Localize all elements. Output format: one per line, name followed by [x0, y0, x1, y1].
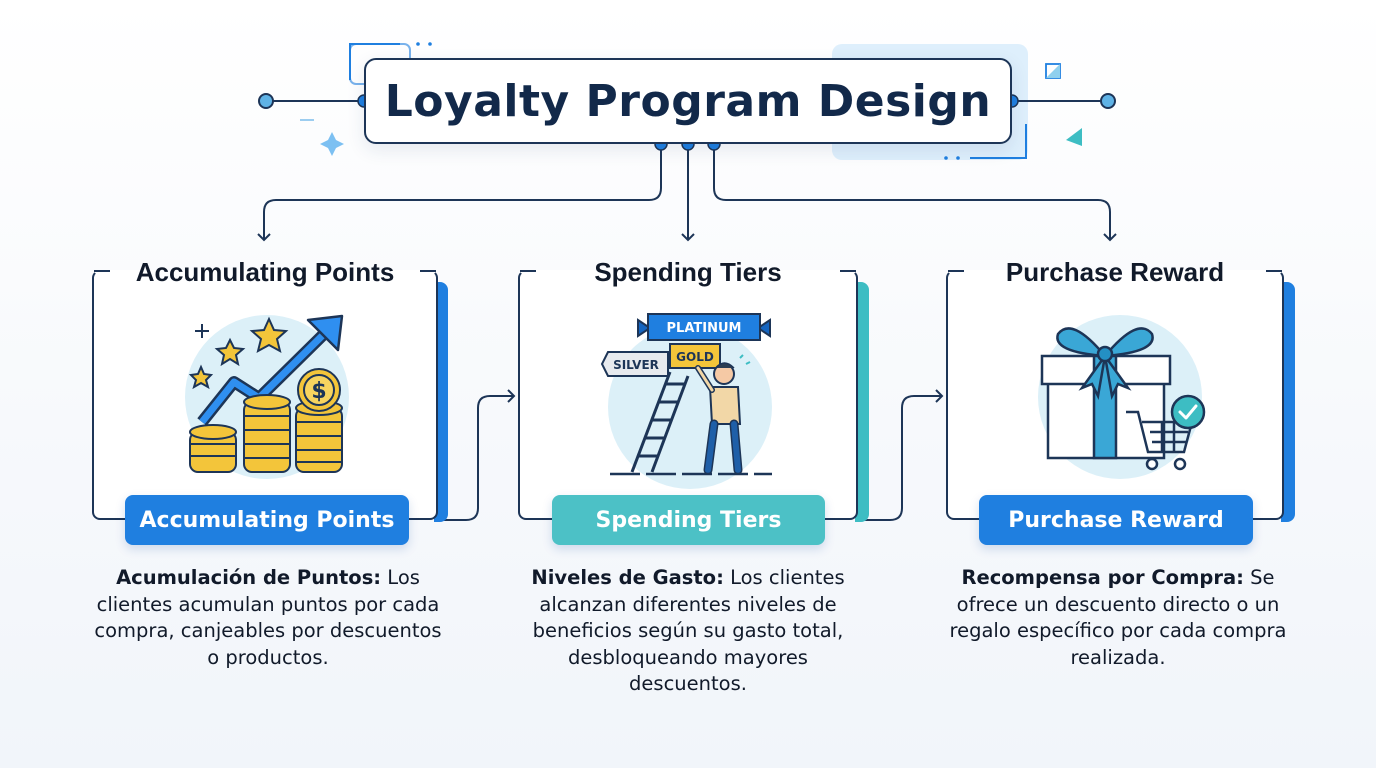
svg-text:$: $: [311, 379, 326, 404]
card-heading: Spending Tiers: [594, 257, 782, 287]
card-accumulating-points: Accumulating Points $: [92, 257, 438, 520]
desc-text: Los clientes acumulan puntos por cada co…: [94, 566, 442, 669]
page-title: Loyalty Program Design: [384, 75, 992, 127]
card-heading: Purchase Reward: [1005, 257, 1225, 287]
title-box: Loyalty Program Design: [364, 58, 1012, 144]
coins-growth-icon: $: [185, 314, 349, 479]
desc-text: Los clientes alcanzan diferentes niveles…: [532, 566, 845, 695]
description-purchase-reward: Recompensa por Compra: Se ofrece un desc…: [938, 565, 1298, 671]
description-spending-tiers: Niveles de Gasto: Los clientes alcanzan …: [508, 565, 868, 698]
desc-text: Se ofrece un descuento directo o un rega…: [949, 566, 1287, 669]
pill-label: Purchase Reward: [1008, 507, 1224, 533]
tier-platinum-label: PLATINUM: [667, 321, 742, 336]
card-accent-bar: [855, 282, 869, 522]
desc-bold: Recompensa por Compra:: [961, 566, 1244, 589]
gift-cart-icon: [1038, 315, 1206, 479]
card-spending-tiers: Spending Tiers PLATINUM SILVER GOLD: [518, 257, 858, 520]
desc-bold: Niveles de Gasto:: [531, 566, 724, 589]
tier-silver-label: SILVER: [613, 358, 659, 372]
pill-purchase-reward: Purchase Reward: [979, 495, 1253, 545]
card-purchase-reward: Purchase Reward: [946, 257, 1284, 520]
description-accumulating-points: Acumulación de Puntos: Los clientes acum…: [88, 565, 448, 671]
pill-spending-tiers: Spending Tiers: [552, 495, 825, 545]
card-heading: Accumulating Points: [135, 257, 395, 287]
pill-label: Spending Tiers: [595, 507, 782, 533]
pill-label: Accumulating Points: [139, 507, 395, 533]
tier-ladder-icon: PLATINUM SILVER GOLD: [600, 313, 772, 489]
card-accent-bar: [1281, 282, 1295, 522]
tier-gold-label: GOLD: [676, 350, 714, 364]
pill-accumulating-points: Accumulating Points: [125, 495, 409, 545]
desc-bold: Acumulación de Puntos:: [116, 566, 382, 589]
